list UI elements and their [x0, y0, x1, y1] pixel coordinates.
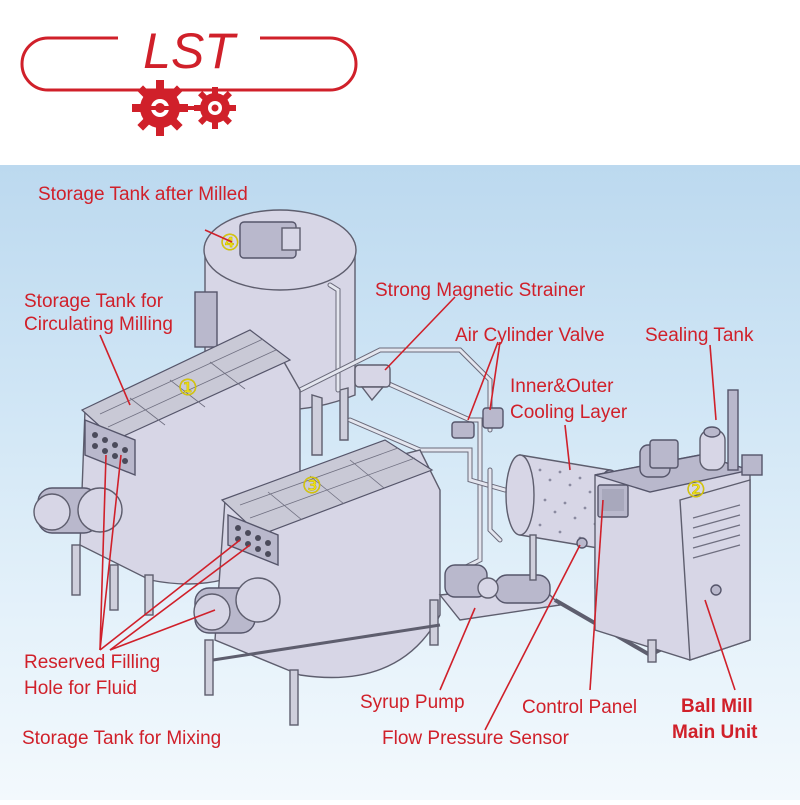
control-panel-screen — [597, 484, 629, 518]
leader-lines — [99, 229, 736, 731]
label-storage-tank-circulating-line1: Storage Tank for — [24, 291, 164, 312]
syrup-pump — [438, 564, 562, 621]
label-storage-tank-circulating-line2: Circulating Milling — [24, 314, 173, 335]
air-cylinder-valve — [451, 407, 504, 439]
label-flow-pressure-sensor: Flow Pressure Sensor — [382, 728, 570, 749]
motor-icon — [193, 577, 281, 634]
label-storage-tank-mixing: Storage Tank for Mixing — [22, 728, 221, 749]
logo: LST — [20, 22, 358, 136]
label-reserved-filling-line2: Hole for Fluid — [24, 678, 137, 699]
storage-tank-mixing — [193, 439, 441, 726]
marker-4: ④ — [220, 230, 240, 255]
label-storage-tank-after-milled: Storage Tank after Milled — [38, 184, 248, 205]
logo-header: LST — [0, 0, 800, 165]
logo-text: LST — [143, 23, 238, 79]
machine-diagram: ④ ① ③ ② — [22, 184, 763, 749]
gear-icon — [194, 87, 236, 129]
marker-3: ③ — [302, 473, 322, 498]
label-ball-mill-line1: Ball Mill — [681, 696, 753, 717]
pipework — [287, 347, 508, 573]
label-strong-magnetic-strainer: Strong Magnetic Strainer — [375, 280, 586, 301]
label-reserved-filling-line1: Reserved Filling — [24, 652, 160, 673]
motor-icon — [33, 487, 123, 534]
label-inner-outer-line2: Cooling Layer — [510, 402, 628, 423]
sealing-tank — [699, 389, 763, 476]
ball-mill-main-unit — [594, 389, 763, 663]
diagram-panel: ④ ① ③ ② — [0, 165, 800, 800]
label-control-panel: Control Panel — [522, 697, 637, 718]
label-inner-outer-line1: Inner&Outer — [510, 376, 614, 397]
label-ball-mill-line2: Main Unit — [672, 722, 758, 743]
magnetic-strainer — [354, 364, 391, 402]
label-syrup-pump: Syrup Pump — [360, 692, 465, 713]
label-air-cylinder-valve: Air Cylinder Valve — [455, 325, 605, 346]
marker-2: ② — [686, 477, 706, 502]
logo-text-backing — [118, 22, 260, 74]
marker-1: ① — [178, 375, 198, 400]
label-sealing-tank: Sealing Tank — [645, 325, 754, 346]
